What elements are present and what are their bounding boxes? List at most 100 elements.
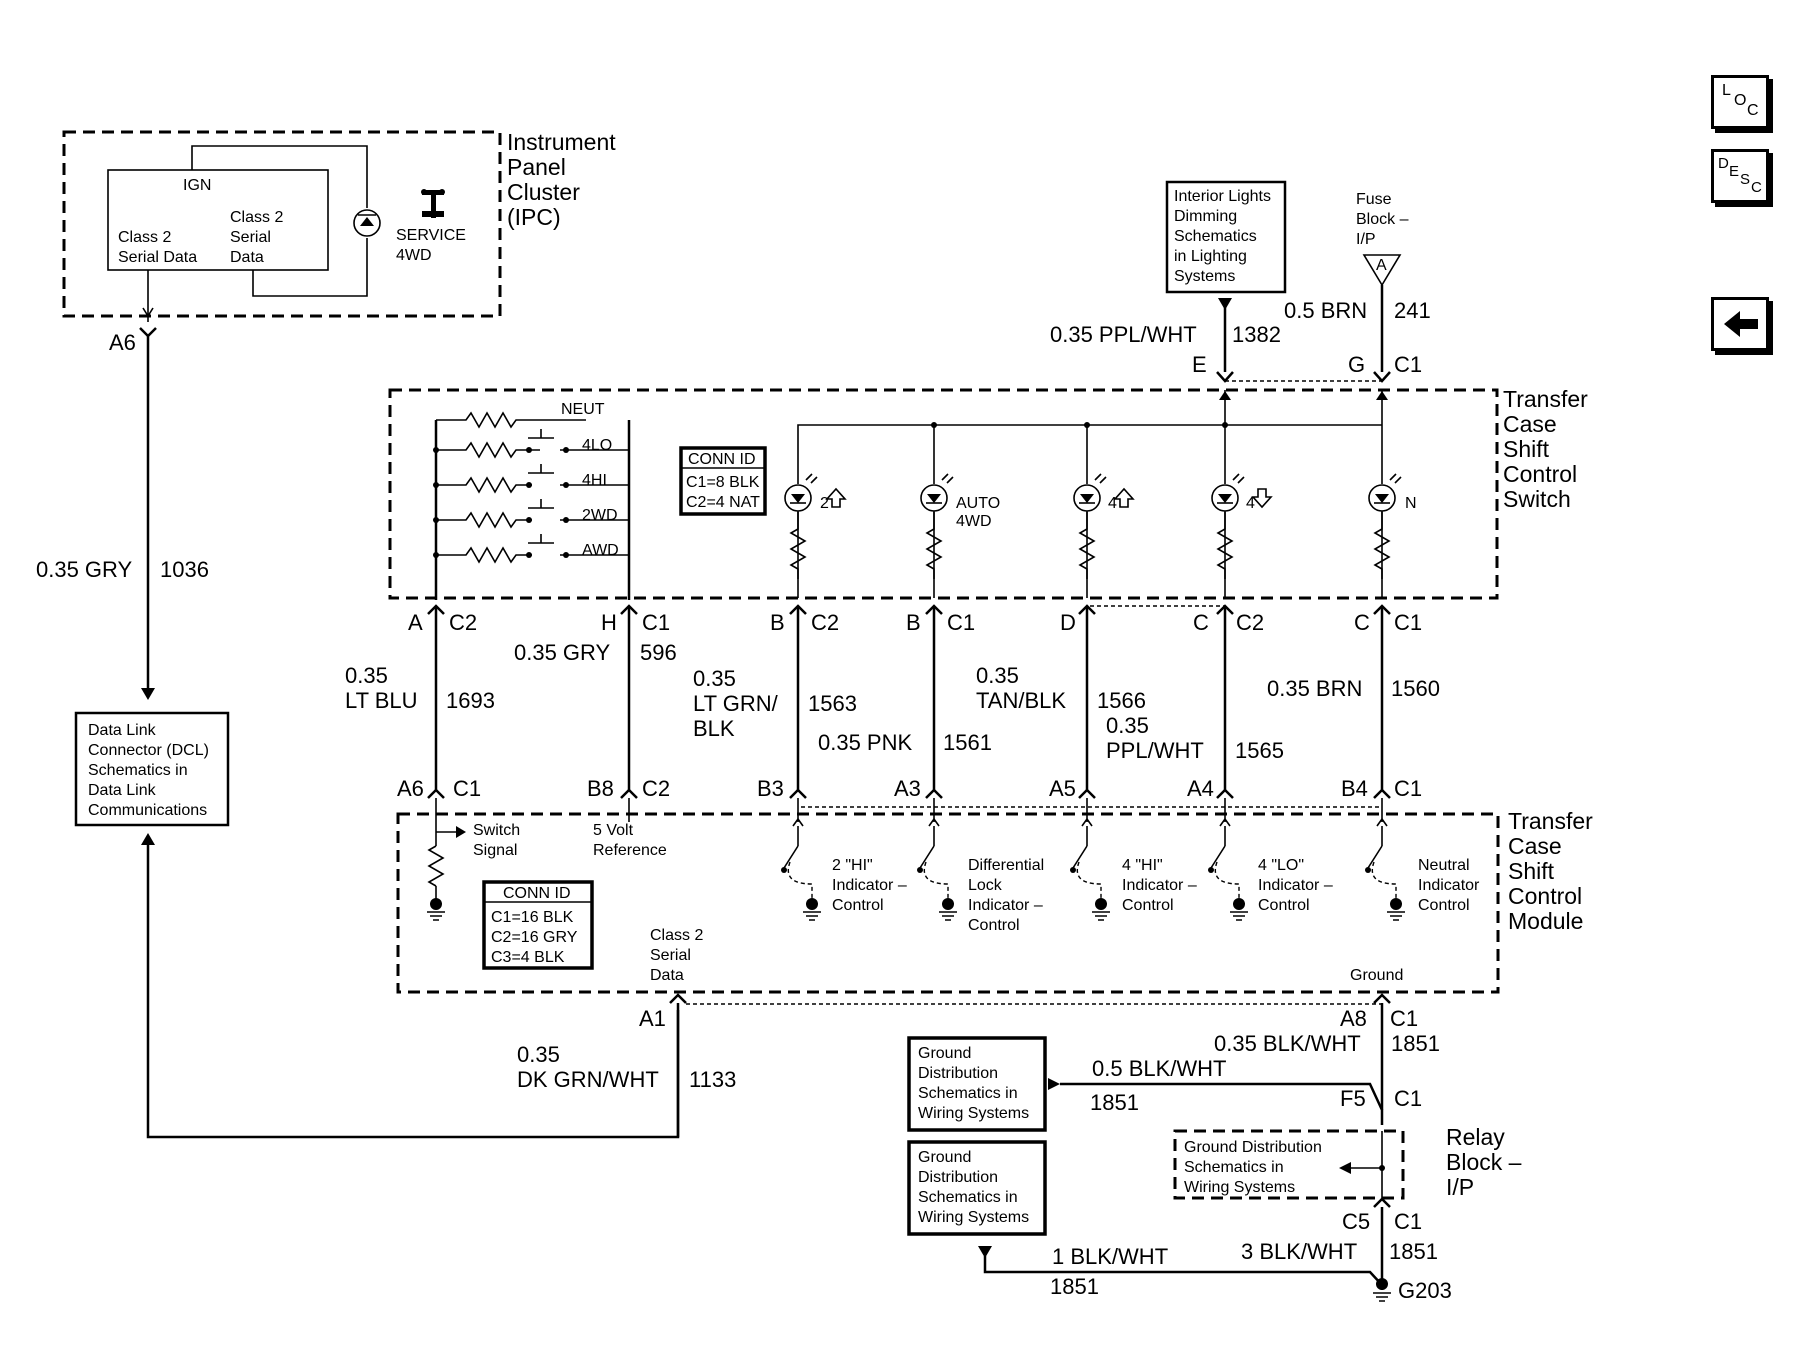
ipc-ign-label: IGN: [183, 177, 211, 194]
relay-title-2: Block –: [1446, 1149, 1522, 1175]
pin-arrow: [1081, 817, 1093, 827]
module-title-1: Transfer: [1508, 808, 1593, 834]
sw-conn-c2: C2: [1236, 610, 1264, 635]
ipc-class2-left-1: Class 2: [118, 229, 171, 246]
desc-letter-s: S: [1740, 171, 1751, 188]
gd1-4: Wiring Systems: [918, 1105, 1029, 1122]
pos-awd: AWD: [582, 542, 619, 559]
fuse-line-3: I/P: [1356, 231, 1376, 248]
module-title-2: Case: [1508, 833, 1562, 859]
dlc-line-4: Data Link: [88, 782, 157, 799]
interior-wire-circuit: 1382: [1232, 322, 1281, 347]
fuse-line-2: Block –: [1356, 211, 1409, 228]
mod-ground: Ground: [1350, 967, 1403, 984]
ipc-title-4: (IPC): [507, 204, 561, 230]
ipc-title-1: Instrument: [507, 129, 616, 155]
desc-letter-d: D: [1718, 155, 1729, 172]
gd1-2: Distribution: [918, 1065, 998, 1082]
connector-pin: [925, 604, 943, 822]
switch-title-5: Switch: [1503, 486, 1571, 512]
mod-connid-title: CONN ID: [503, 885, 571, 902]
ipc-class2-right-2: Serial: [230, 229, 271, 246]
fuse-tri-label: A: [1376, 257, 1387, 274]
indicator-switch-icon: [781, 826, 821, 921]
ind4-3: Control: [1258, 897, 1310, 914]
up-arrow-icon: [1113, 487, 1135, 508]
w5-circuit: 1566: [1097, 688, 1146, 713]
desc-button[interactable]: D E S C: [1711, 149, 1769, 203]
interior-line-3: Schematics: [1174, 228, 1257, 245]
dlc-line-1: Data Link: [88, 722, 157, 739]
ind3-3: Control: [1122, 897, 1174, 914]
dlc-line-3: Schematics in: [88, 762, 188, 779]
sw-pin-h: H: [601, 610, 617, 635]
mod-5v-1: 5 Volt: [593, 822, 634, 839]
desc-letter-e: E: [1729, 163, 1740, 180]
relay-title-1: Relay: [1446, 1124, 1505, 1150]
w2-gauge: 0.35 GRY: [514, 640, 611, 665]
ind5-3: Control: [1418, 897, 1470, 914]
switch-title-2: Case: [1503, 411, 1557, 437]
w5-color: TAN/BLK: [976, 688, 1066, 713]
mod-connid-c2: C2=16 GRY: [491, 929, 578, 946]
ind5-2: Indicator: [1418, 877, 1480, 894]
led-label-4up: 4: [1108, 495, 1117, 512]
sw-conn-b1: C1: [947, 610, 975, 635]
ipc-class2-right-1: Class 2: [230, 209, 283, 226]
w4-gauge: 0.35 PNK: [818, 730, 912, 755]
gd2-3: Schematics in: [918, 1189, 1018, 1206]
relay-inner-1: Ground Distribution: [1184, 1139, 1322, 1156]
switch-title-4: Control: [1503, 461, 1577, 487]
mod-conn-a6: C1: [453, 776, 481, 801]
mod-pin-b4: B4: [1341, 776, 1368, 801]
back-button[interactable]: [1711, 297, 1769, 351]
fuse-wire-gauge: 0.5 BRN: [1284, 298, 1367, 323]
wr-gauge: 3 BLK/WHT: [1241, 1239, 1357, 1264]
loc-letter-c: C: [1747, 102, 1759, 119]
led-label-n: N: [1405, 495, 1417, 512]
a8-circuit: 1851: [1391, 1031, 1440, 1056]
f5-gauge: 0.5 BLK/WHT: [1092, 1056, 1226, 1081]
interior-line-4: in Lighting: [1174, 248, 1247, 265]
ground-icon: [1373, 1292, 1391, 1302]
a8-conn: C1: [1390, 1006, 1418, 1031]
led-icon: [1211, 473, 1245, 579]
relay-inner-3: Wiring Systems: [1184, 1179, 1295, 1196]
loc-button[interactable]: L O C: [1711, 75, 1769, 129]
switch-connid-c1: C1=8 BLK: [686, 474, 760, 491]
sw-pin-b1: B: [906, 610, 921, 635]
led-label-2up: 2: [820, 495, 829, 512]
connector-pin: [789, 604, 807, 822]
gd1-1: Ground: [918, 1045, 971, 1062]
gd2-4: Wiring Systems: [918, 1209, 1029, 1226]
led-label-4down: 4: [1246, 495, 1255, 512]
ipc-pin: A6: [109, 330, 136, 355]
mod-pin-a5: A5: [1049, 776, 1076, 801]
connector-pin: [620, 604, 638, 822]
connector-pin: [1078, 604, 1096, 822]
module-pins: A6 C1 B8 C2 B3 A3 A5 A4 B4 C1: [397, 776, 1422, 808]
f5-pin: F5: [1340, 1086, 1366, 1111]
ind4-2: Indicator –: [1258, 877, 1333, 894]
led-label-auto: AUTO: [956, 495, 1000, 512]
ind1-3: Control: [832, 897, 884, 914]
mod-pin-b8: B8: [587, 776, 614, 801]
a8-gauge: 0.35 BLK/WHT: [1214, 1031, 1361, 1056]
mod-pin-a3: A3: [894, 776, 921, 801]
module-title-4: Control: [1508, 883, 1582, 909]
wl-circuit: 1851: [1050, 1274, 1099, 1299]
fuse-block: Fuse Block – I/P A 0.5 BRN 241 G C1: [1225, 191, 1431, 383]
led-label-4wd: 4WD: [956, 513, 992, 530]
ind2-3: Indicator –: [968, 897, 1043, 914]
sw-pin-d: D: [1060, 610, 1076, 635]
indicator-switch-icon: [1208, 826, 1248, 921]
dlc-line-2: Connector (DCL): [88, 742, 209, 759]
shift-control-module: Transfer Case Shift Control Module Switc…: [396, 808, 1593, 994]
mod-pin-a4: A4: [1187, 776, 1214, 801]
a1-circuit: 1133: [689, 1067, 736, 1092]
mod-pin-b3: B3: [757, 776, 784, 801]
switch-connid-title: CONN ID: [688, 451, 756, 468]
back-arrow-icon: [1724, 311, 1758, 337]
mod-class2-2: Serial: [650, 947, 691, 964]
ind2-1: Differential: [968, 857, 1044, 874]
